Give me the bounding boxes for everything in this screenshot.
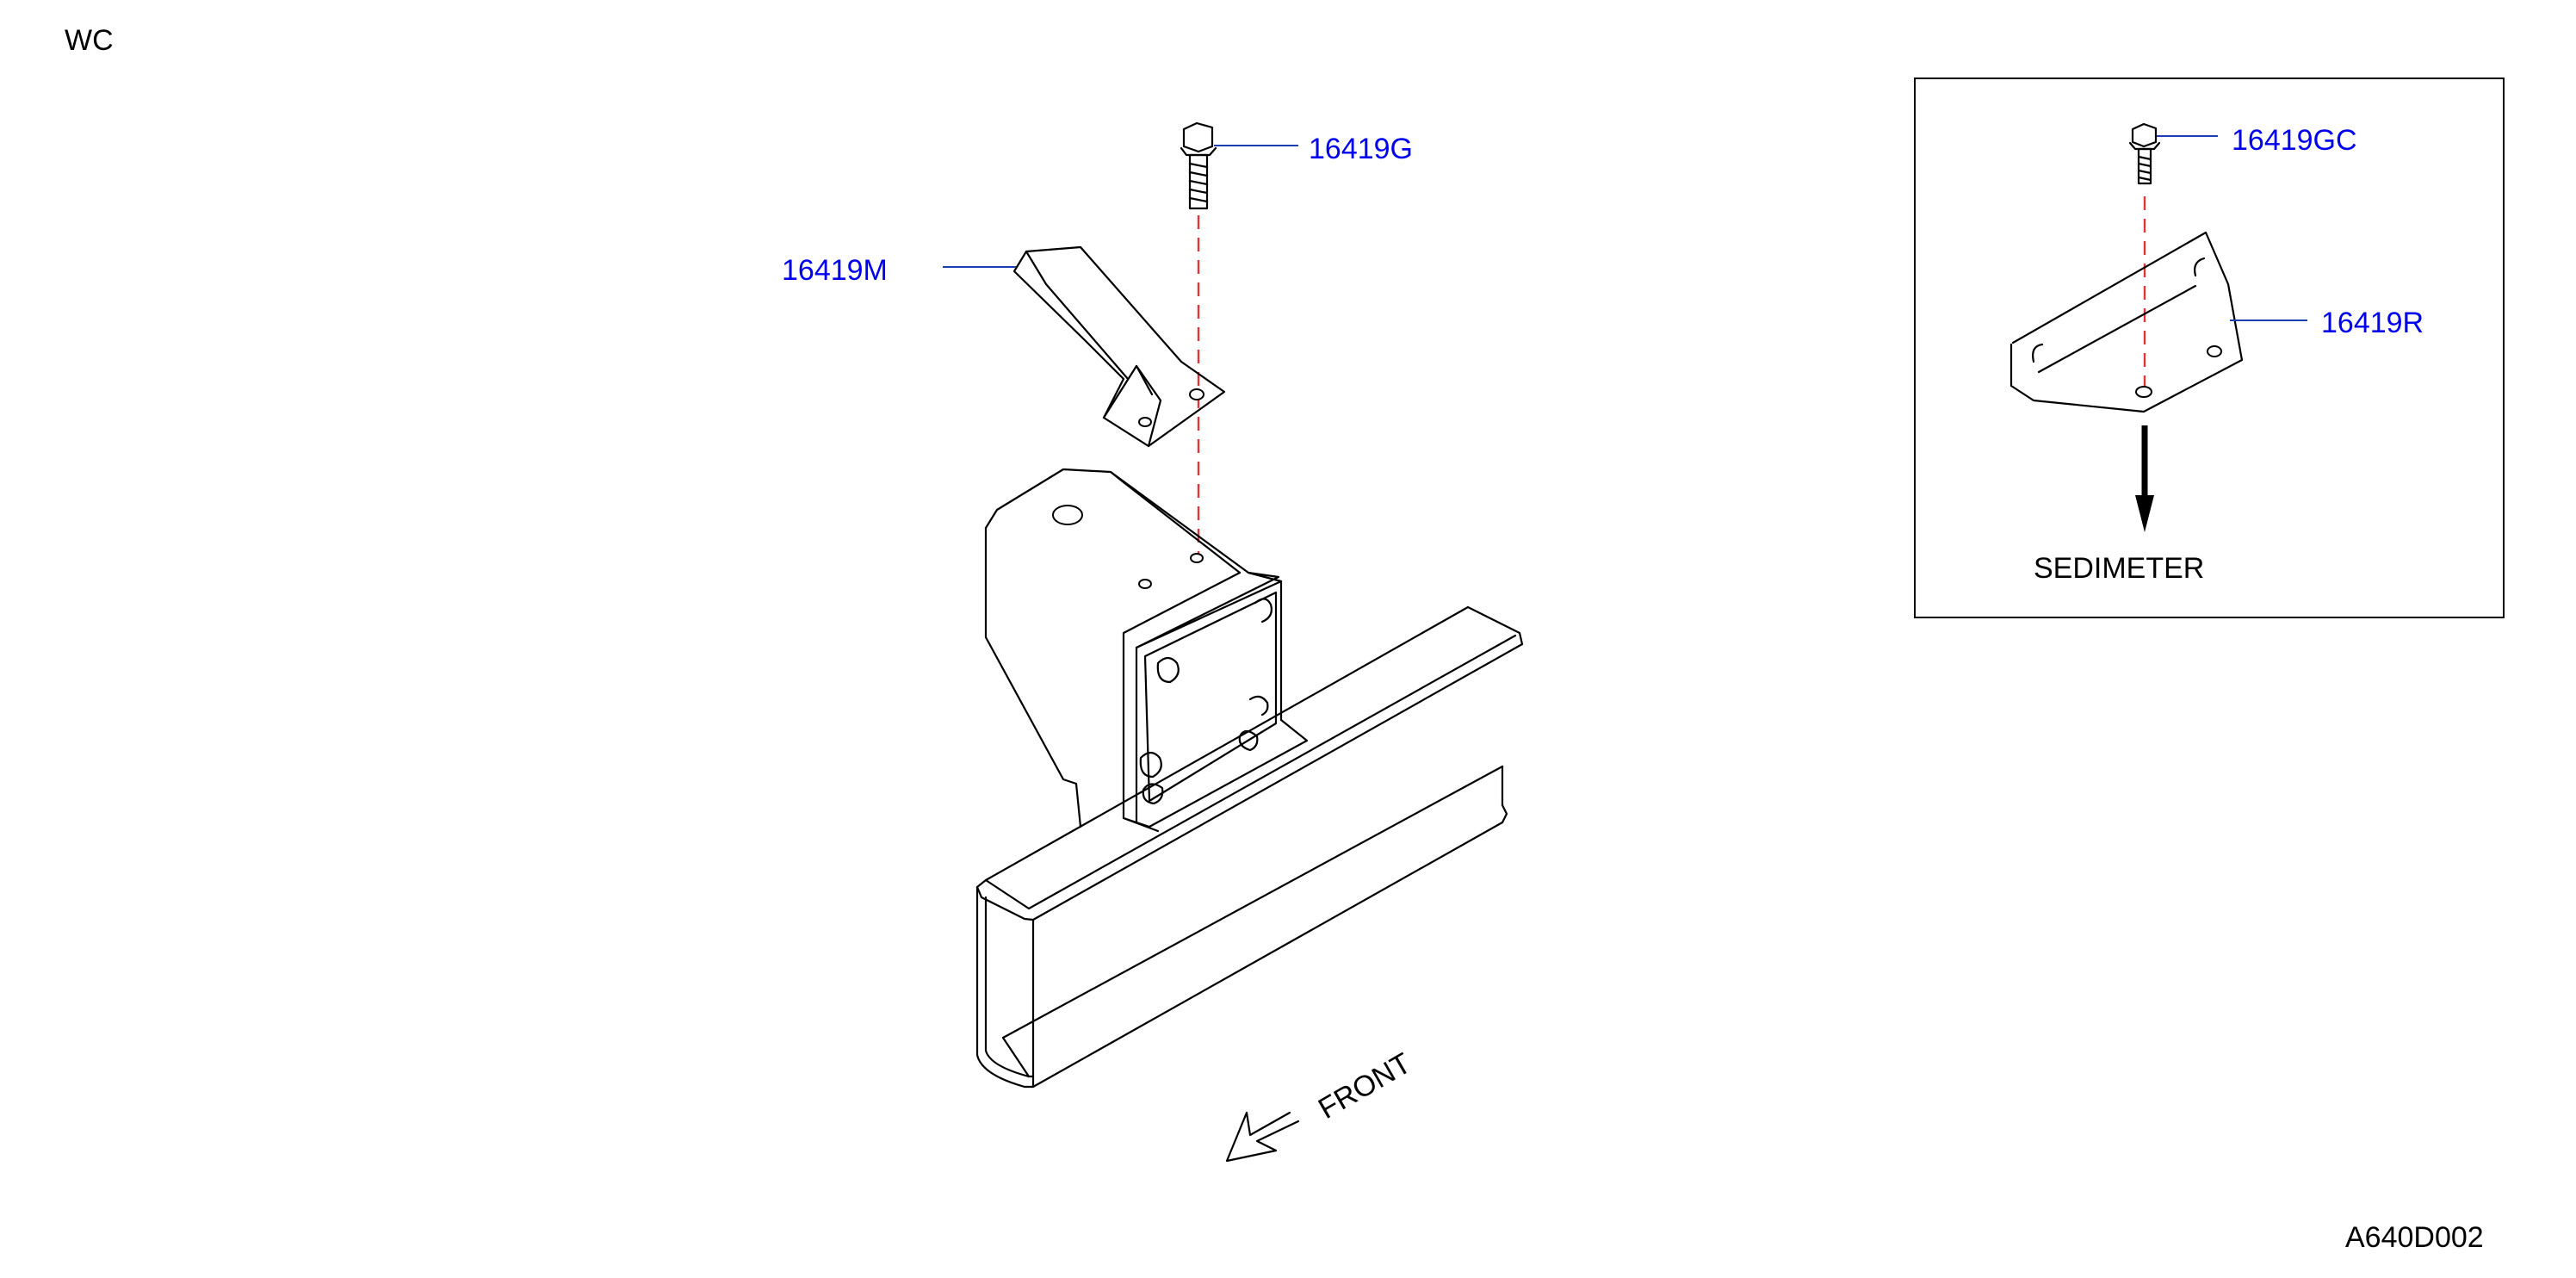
bracket-inset[interactable] bbox=[2009, 231, 2244, 413]
diagram-code: A640D002 bbox=[2345, 1221, 2484, 1254]
main-assembly: 16419G 16419M bbox=[782, 121, 1524, 1163]
label-16419R[interactable]: 16419R bbox=[2321, 307, 2424, 339]
bracket-main[interactable] bbox=[1012, 245, 1226, 448]
label-16419M[interactable]: 16419M bbox=[782, 254, 888, 287]
front-arrow-icon bbox=[1225, 1111, 1300, 1163]
inset-panel: 16419GC 16419R SEDIMETER bbox=[1914, 78, 2505, 618]
inset-frame bbox=[1914, 78, 2505, 618]
frame-rail bbox=[975, 605, 1524, 1089]
arrow-down-icon bbox=[2135, 425, 2154, 532]
bolt-inset[interactable] bbox=[2128, 122, 2161, 185]
label-16419G[interactable]: 16419G bbox=[1309, 133, 1413, 165]
model-code: WC bbox=[65, 24, 114, 57]
sedimeter-label: SEDIMETER bbox=[2034, 552, 2204, 585]
label-16419GC[interactable]: 16419GC bbox=[2232, 124, 2357, 157]
front-label: FRONT bbox=[1313, 1046, 1416, 1125]
frame-bracket bbox=[984, 468, 1309, 833]
bolt-main[interactable] bbox=[1180, 121, 1217, 210]
